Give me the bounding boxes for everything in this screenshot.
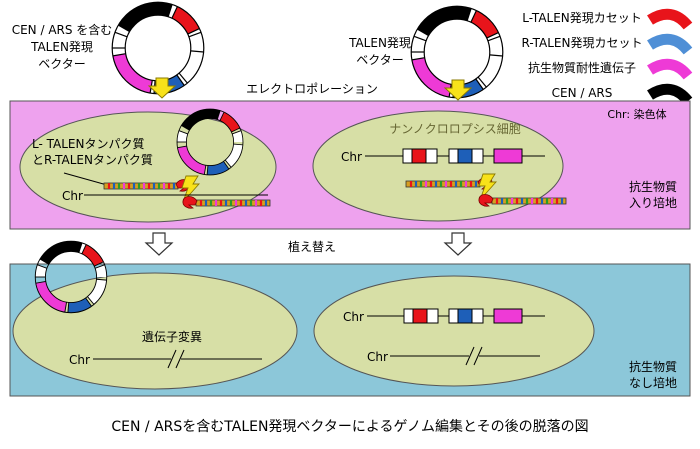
talen-protein-icon <box>102 181 180 191</box>
chr-label: Chr <box>341 150 362 164</box>
chromosome-cassettes <box>402 148 523 164</box>
legend-swatch-l-talen <box>647 8 693 30</box>
transfer-arrow-icon <box>145 232 173 256</box>
vector-right-label: TALEN発現 ベクター <box>348 36 411 67</box>
talen-protein-label: L- TALENタンパク質 とR-TALENタンパク質 <box>32 136 153 167</box>
svg-text:TALEN発現: TALEN発現 <box>348 36 411 50</box>
svg-text:L- TALENタンパク質: L- TALENタンパク質 <box>32 136 144 151</box>
cell-right-top <box>312 110 564 222</box>
svg-text:CEN / ARS を含む: CEN / ARS を含む <box>12 22 113 37</box>
figure-caption: CEN / ARSを含むTALEN発現ベクターによるゲノム編集とその後の脱落の図 <box>111 418 588 435</box>
svg-text:抗生物質: 抗生物質 <box>629 359 677 374</box>
medium-with-label: 抗生物質 入り培地 <box>629 179 677 210</box>
talen-protein-icon <box>490 196 568 206</box>
chr-label: Chr <box>69 353 90 367</box>
cell-right-bottom <box>313 275 595 387</box>
svg-text:抗生物質: 抗生物質 <box>629 179 677 194</box>
talen-protein-icon <box>194 198 272 208</box>
cell-name-label: ナンノクロロプシス細胞 <box>389 122 520 136</box>
gene-mutation-label: 遺伝子変異 <box>142 329 202 344</box>
legend: L-TALEN発現カセット R-TALEN発現カセット 抗生物質耐性遺伝子 CE… <box>522 8 693 105</box>
legend-swatch-cen-ars <box>647 83 693 105</box>
chr-label: Chr <box>62 189 83 203</box>
chromosome-cassettes <box>403 308 523 324</box>
svg-text:なし培地: なし培地 <box>629 375 677 390</box>
transfer-label: 植え替え <box>288 239 336 254</box>
svg-text:ベクター: ベクター <box>38 57 86 71</box>
legend-item-l-talen: L-TALEN発現カセット <box>522 11 642 25</box>
transfer-arrow-icon <box>444 232 472 256</box>
legend-item-resistance: 抗生物質耐性遺伝子 <box>528 60 636 75</box>
chr-note: Chr: 染色体 <box>607 107 666 121</box>
legend-swatch-r-talen <box>647 33 693 55</box>
svg-text:ベクター: ベクター <box>356 53 404 67</box>
electroporation-label: エレクトロポレーション <box>246 82 378 96</box>
svg-text:TALEN発現: TALEN発現 <box>30 40 93 54</box>
legend-swatch-resistance <box>647 58 693 80</box>
legend-item-r-talen: R-TALEN発現カセット <box>522 36 643 50</box>
medium-without-label: 抗生物質 なし培地 <box>629 359 677 390</box>
talen-protein-icon <box>404 179 482 189</box>
chr-label: Chr <box>367 350 388 364</box>
svg-text:入り培地: 入り培地 <box>629 195 677 210</box>
legend-item-cen-ars: CEN / ARS <box>552 86 613 100</box>
chr-label: Chr <box>343 310 364 324</box>
vector-left-label: CEN / ARS を含む TALEN発現 ベクター <box>12 22 113 71</box>
svg-text:とR-TALENタンパク質: とR-TALENタンパク質 <box>32 152 153 167</box>
